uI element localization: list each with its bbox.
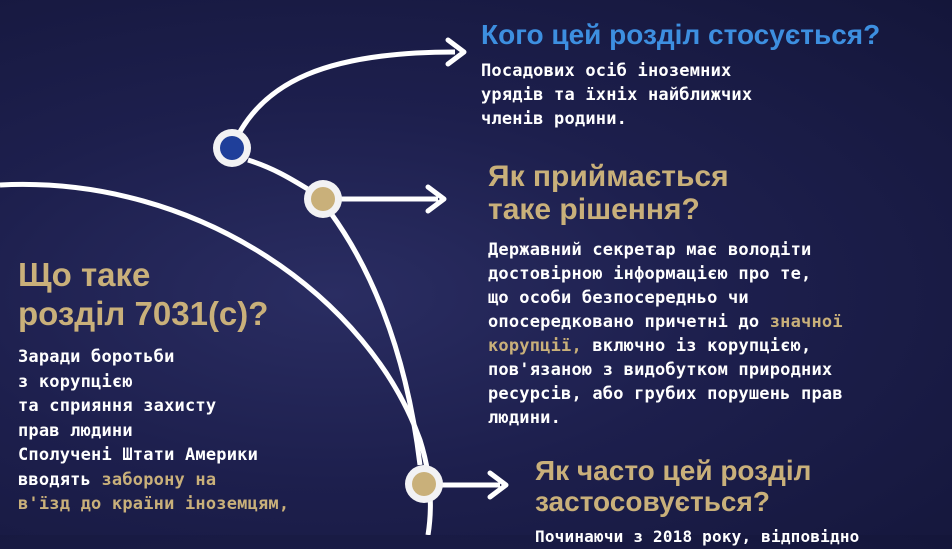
timeline-dot-1-center	[220, 136, 244, 160]
connector-2-3	[327, 210, 423, 466]
section-how-line-3: що особи безпосередньо чи	[488, 288, 749, 308]
section-how-line-1: Державний секретар має володіти	[488, 240, 812, 260]
main-heading-line-1: Що таке	[18, 256, 151, 293]
timeline-dot-3	[405, 465, 443, 503]
section-frequency-heading-line-1: Як часто цей розділ	[535, 455, 812, 486]
main-line-4: прав людини	[18, 420, 133, 441]
section-who-line-2: урядів та їхніх найближчих	[481, 84, 753, 105]
arrow-head-2	[425, 184, 447, 214]
section-who-line-1: Посадових осіб іноземних	[481, 60, 732, 81]
arrow-head-1	[445, 37, 467, 67]
section-how-line-2: достовірною інформацією про те,	[488, 264, 812, 284]
main-line-1: Заради боротьби	[18, 347, 175, 367]
branch-line-1	[229, 49, 456, 149]
section-how-line-8: людини.	[488, 408, 562, 428]
timeline-dot-2-center	[311, 187, 335, 211]
arrow-head-3	[487, 470, 509, 500]
main-heading-line-2: розділ 7031(c)?	[18, 295, 269, 332]
timeline-dot-3-center	[412, 472, 436, 496]
section-how-line-4: опосередковано причетні до	[488, 312, 770, 332]
main-line-6: вводять	[18, 469, 102, 490]
section-how-body: Державний секретар має володіти достовір…	[488, 238, 950, 430]
section-how-heading-line-2: таке рішення?	[488, 193, 700, 226]
highlight-corruption: корупції,	[488, 336, 582, 356]
section-frequency-heading-line-2: застосовується?	[535, 486, 770, 517]
section-how-line-5-rest: включно із корупцією,	[581, 336, 812, 356]
highlight-entry: в'їзд до країни іноземцям,	[18, 494, 290, 514]
main-body: Заради боротьби з корупцією та сприяння за…	[18, 345, 348, 517]
section-who-body: Посадових осіб іноземних урядів та їхніх…	[481, 59, 951, 131]
timeline-dot-2	[304, 180, 342, 218]
section-who-line-3: членів родини.	[481, 108, 628, 129]
section-how-line-7: ресурсів, або грубих порушень прав	[488, 384, 843, 404]
section-how-heading-line-1: Як приймається	[488, 160, 729, 193]
section-who: Кого цей розділ стосується? Посадових ос…	[481, 19, 951, 131]
timeline-dot-1	[213, 129, 251, 167]
main-line-2: з корупцією	[18, 371, 133, 392]
section-how-line-6: пов'язаною з видобутком природних	[488, 360, 833, 380]
section-who-heading: Кого цей розділ стосується?	[481, 19, 881, 50]
main-line-3: та сприяння захисту	[18, 396, 217, 416]
main-line-5: Сполучені Штати Америки	[18, 445, 259, 465]
highlight-ban: заборону на	[101, 469, 217, 490]
section-frequency-body: Починаючи з 2018 року, відповідно	[535, 527, 860, 546]
highlight-significant: значної	[769, 312, 843, 332]
